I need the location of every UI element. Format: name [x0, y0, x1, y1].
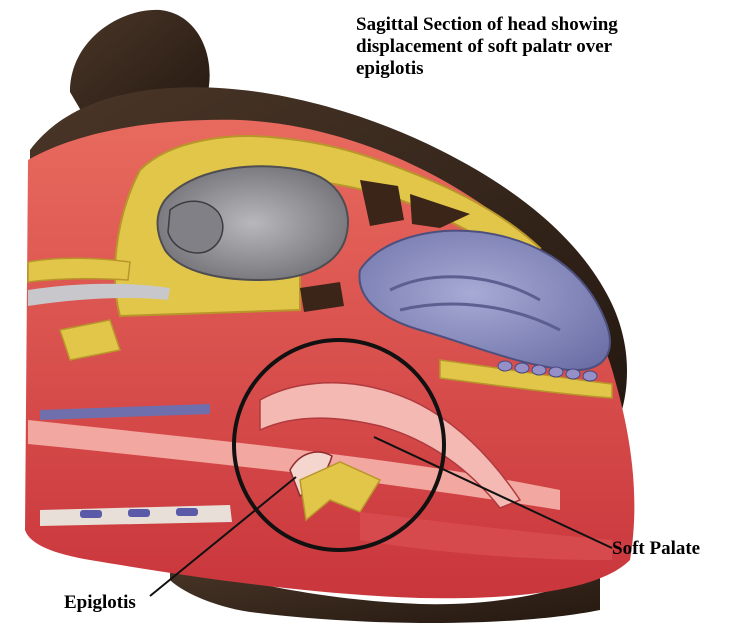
neck-bone [28, 258, 130, 282]
title-line: displacement of soft palatr over [356, 36, 716, 58]
epiglottis-label: Epiglotis [64, 592, 136, 614]
diagram-title: Sagittal Section of head showing displac… [356, 14, 716, 80]
soft-palate-label: Soft Palate [612, 538, 700, 560]
title-line: epiglotis [356, 58, 716, 80]
cerebellum [168, 201, 223, 253]
title-line: Sagittal Section of head showing [356, 14, 716, 36]
